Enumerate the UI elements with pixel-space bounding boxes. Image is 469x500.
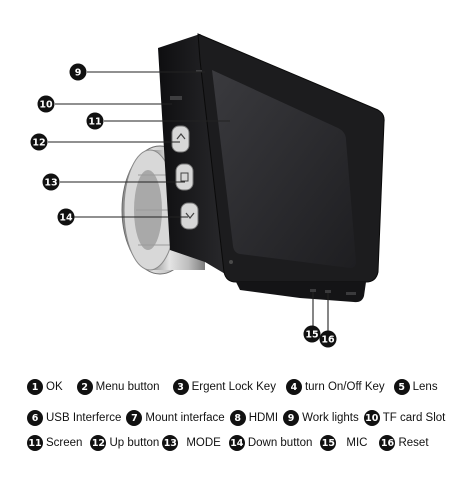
legend-badge: 11 (27, 435, 43, 451)
legend-label: Up button (109, 437, 160, 449)
svg-text:9: 9 (75, 68, 82, 79)
legend-label: OK (46, 381, 63, 393)
device-screen (212, 70, 356, 268)
legend-label: Down button (247, 437, 313, 449)
legend-badge: 2 (76, 379, 93, 395)
legend-item-mode: 13 MODE (162, 435, 221, 451)
callout-15: 15 (303, 325, 321, 343)
legend-label: MODE (186, 437, 221, 449)
legend-badge: 15 (320, 435, 337, 451)
svg-text:15: 15 (305, 330, 318, 341)
legend-label: Lens (412, 381, 438, 393)
legend-item-mic: 15 MIC (320, 435, 367, 451)
dashcam-device (121, 33, 385, 303)
down-button[interactable] (180, 202, 199, 230)
legend-badge: 12 (90, 435, 107, 451)
legend-badge: 16 (379, 435, 396, 451)
callout-12: 12 (30, 133, 48, 151)
mic-hole (310, 289, 316, 292)
callout-11: 11 (86, 112, 104, 130)
mode-button[interactable] (175, 163, 194, 191)
legend-label: Ergent Lock Key (191, 381, 276, 393)
legend-badge: 10 (363, 410, 380, 426)
legend-badge: 3 (172, 379, 189, 395)
callout-10: 10 (37, 95, 55, 113)
legend-label: HDMI (248, 412, 279, 424)
tf-card-slot[interactable] (170, 96, 182, 100)
svg-text:13: 13 (44, 178, 57, 189)
legend-badge: 5 (393, 379, 410, 395)
svg-text:10: 10 (39, 100, 53, 111)
legend-badge: 14 (228, 435, 245, 451)
callout-13: 13 (42, 173, 60, 191)
legend-label: Menu button (95, 381, 160, 393)
legend-badge: 13 (162, 435, 179, 451)
legend-label: Screen (46, 437, 83, 449)
legend-label: Mount interface (145, 412, 225, 424)
legend-badge: 6 (27, 410, 43, 426)
legend-badge: 9 (283, 410, 300, 426)
side-buttons (171, 125, 199, 230)
legend-badge: 8 (229, 410, 246, 426)
work-lights (196, 70, 202, 72)
svg-text:11: 11 (88, 117, 101, 128)
legend-label: TF card Slot (382, 412, 446, 424)
leader-lines (48, 71, 329, 331)
legend-badge: 7 (126, 410, 143, 426)
legend-label: turn On/Off Key (304, 381, 385, 393)
reset-hole[interactable] (325, 290, 331, 293)
legend-badge: 4 (285, 379, 302, 395)
callout-16: 16 (319, 330, 337, 348)
legend-label: Reset (398, 437, 429, 449)
svg-text:12: 12 (32, 138, 45, 149)
legend-label: USB Interferce (46, 412, 122, 424)
callout-9: 9 (69, 63, 87, 81)
legend-badge: 1 (27, 379, 43, 395)
legend-label: Work lights (302, 412, 359, 424)
svg-text:16: 16 (321, 335, 335, 346)
legend-label: MIC (346, 437, 368, 449)
callout-14: 14 (57, 208, 75, 226)
up-button[interactable] (171, 125, 190, 153)
svg-text:14: 14 (59, 213, 73, 224)
callout-badges: 9 10 11 12 13 14 15 16 (30, 63, 337, 348)
